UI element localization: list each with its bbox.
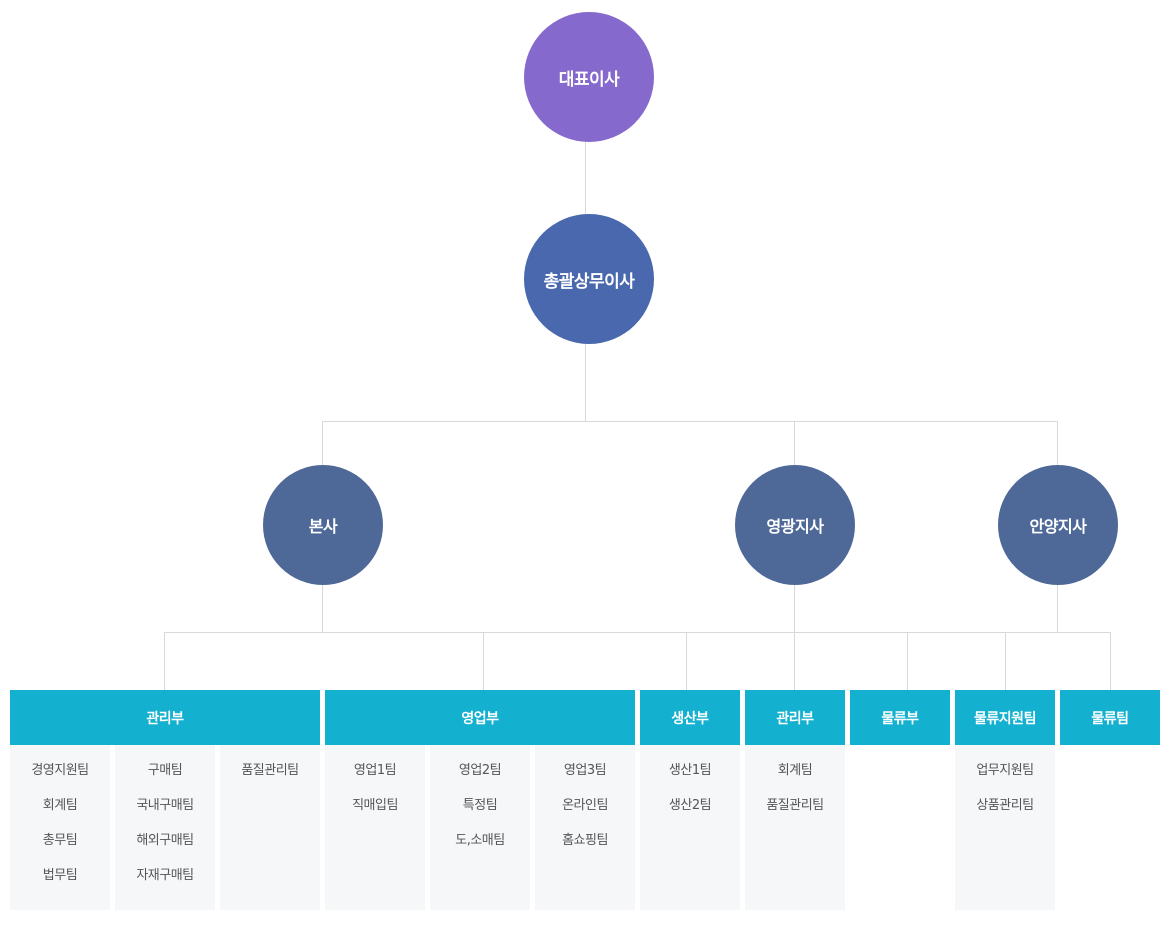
team-column: 회계팀 품질관리팀 bbox=[745, 745, 845, 910]
dept-production: 생산부 bbox=[640, 690, 740, 745]
dept-logistics-support: 물류지원팀 bbox=[955, 690, 1055, 745]
team-item: 영업1팀 bbox=[353, 763, 397, 778]
team-column: 업무지원팀 상품관리팀 bbox=[955, 745, 1055, 910]
yeonggwang-branch-label: 영광지사 bbox=[766, 517, 824, 536]
team-column: 경영지원팀 회계팀 총무팀 법무팀 bbox=[10, 745, 110, 910]
team-item: 영업3팀 bbox=[563, 763, 607, 778]
team-item: 상품관리팀 bbox=[976, 798, 1034, 813]
dept-label: 생산부 bbox=[671, 710, 709, 727]
team-column: 생산1팀 생산2팀 bbox=[640, 745, 740, 910]
team-item: 해외구매팀 bbox=[136, 833, 194, 848]
dept-hq-management: 관리부 bbox=[10, 690, 320, 745]
connector-departments-horizontal bbox=[164, 632, 1111, 633]
connector-to-dept-5 bbox=[907, 632, 908, 690]
dept-label: 관리부 bbox=[776, 710, 814, 727]
team-item: 총무팀 bbox=[42, 833, 78, 848]
team-item: 품질관리팀 bbox=[766, 798, 824, 813]
connector-yeonggwang-down bbox=[794, 585, 795, 632]
connector-to-dept-2 bbox=[483, 632, 484, 690]
yeonggwang-branch-node: 영광지사 bbox=[735, 465, 855, 585]
dept-logistics-team: 물류팀 bbox=[1060, 690, 1160, 745]
connector-branches-horizontal bbox=[322, 421, 1058, 422]
dept-label: 물류팀 bbox=[1091, 710, 1129, 727]
connector-to-dept-4 bbox=[794, 632, 795, 690]
team-column: 영업2팀 특정팀 도,소매팀 bbox=[430, 745, 530, 910]
dept-label: 물류부 bbox=[881, 710, 919, 727]
team-column: 영업3팀 온라인팀 홈쇼핑팀 bbox=[535, 745, 635, 910]
general-manager-label: 총괄상무이사 bbox=[543, 271, 635, 292]
team-item: 도,소매팀 bbox=[455, 833, 505, 848]
connector-gm-down bbox=[585, 344, 586, 421]
team-item: 법무팀 bbox=[42, 868, 78, 883]
team-item: 국내구매팀 bbox=[136, 798, 194, 813]
team-item: 회계팀 bbox=[42, 798, 78, 813]
team-item: 홈쇼핑팀 bbox=[562, 833, 608, 848]
team-item: 온라인팀 bbox=[562, 798, 608, 813]
connector-to-dept-3 bbox=[686, 632, 687, 690]
dept-hq-sales: 영업부 bbox=[325, 690, 635, 745]
dept-label: 관리부 bbox=[146, 710, 184, 727]
team-item: 생산1팀 bbox=[668, 763, 712, 778]
team-item: 자재구매팀 bbox=[136, 868, 194, 883]
dept-label: 물류지원팀 bbox=[974, 710, 1036, 727]
connector-hq-down bbox=[322, 585, 323, 632]
connector-to-dept-6 bbox=[1005, 632, 1006, 690]
connector-to-yeonggwang bbox=[794, 421, 795, 465]
team-column: 영업1팀 직매입팀 bbox=[325, 745, 425, 910]
team-item: 회계팀 bbox=[777, 763, 813, 778]
connector-to-hq bbox=[322, 421, 323, 465]
hq-label: 본사 bbox=[308, 517, 338, 536]
anyang-branch-label: 안양지사 bbox=[1029, 517, 1087, 536]
connector-anyang-down bbox=[1057, 585, 1058, 632]
anyang-branch-node: 안양지사 bbox=[998, 465, 1118, 585]
team-item: 생산2팀 bbox=[668, 798, 712, 813]
connector-to-anyang bbox=[1057, 421, 1058, 465]
team-item: 품질관리팀 bbox=[241, 763, 299, 778]
dept-label: 영업부 bbox=[461, 710, 499, 727]
general-manager-node: 총괄상무이사 bbox=[524, 214, 654, 344]
connector-to-dept-1 bbox=[164, 632, 165, 690]
dept-logistics: 물류부 bbox=[850, 690, 950, 745]
team-item: 직매입팀 bbox=[352, 798, 398, 813]
team-item: 업무지원팀 bbox=[976, 763, 1034, 778]
ceo-label: 대표이사 bbox=[558, 69, 620, 90]
dept-yeonggwang-management: 관리부 bbox=[745, 690, 845, 745]
team-item: 경영지원팀 bbox=[31, 763, 89, 778]
connector-ceo-gm bbox=[585, 142, 586, 214]
connector-to-dept-7 bbox=[1110, 632, 1111, 690]
hq-node: 본사 bbox=[263, 465, 383, 585]
ceo-node: 대표이사 bbox=[524, 12, 654, 142]
team-item: 구매팀 bbox=[147, 763, 183, 778]
team-item: 특정팀 bbox=[462, 798, 498, 813]
team-column: 품질관리팀 bbox=[220, 745, 320, 910]
team-item: 영업2팀 bbox=[458, 763, 502, 778]
team-column: 구매팀 국내구매팀 해외구매팀 자재구매팀 bbox=[115, 745, 215, 910]
